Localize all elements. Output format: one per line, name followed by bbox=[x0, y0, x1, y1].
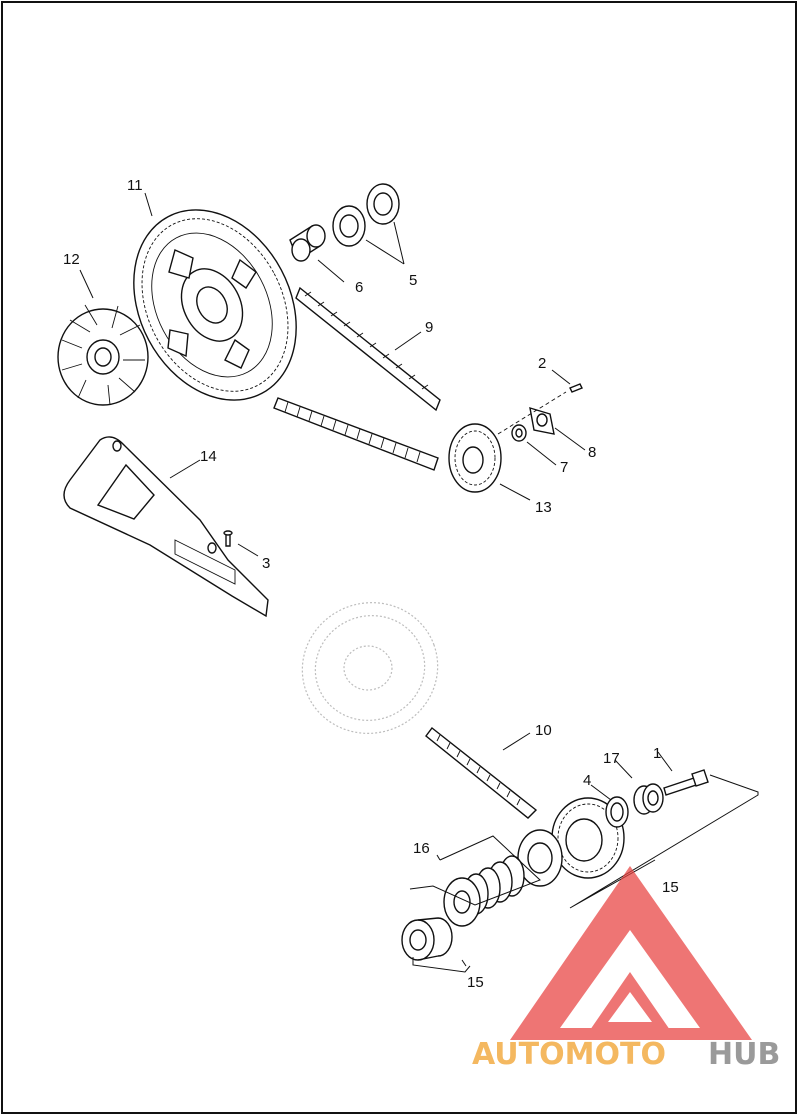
thrust-washer bbox=[605, 796, 629, 828]
callout-15-lower: 15 bbox=[467, 974, 484, 991]
drive-belt-upper bbox=[295, 286, 441, 412]
leader-lines bbox=[79, 192, 759, 973]
isolator-fan bbox=[57, 304, 149, 406]
chain-sprocket-ghost bbox=[301, 602, 439, 734]
automotohub-wordmark: AUTOMOTO HUB bbox=[472, 1037, 780, 1072]
callout-15-upper: 15 bbox=[662, 879, 679, 896]
compensating-sprocket bbox=[551, 797, 625, 879]
callout-14: 14 bbox=[200, 448, 217, 465]
callout-13: 13 bbox=[535, 499, 552, 516]
drive-chain bbox=[425, 727, 538, 819]
wheel-bearings bbox=[332, 183, 400, 247]
callout-5: 5 bbox=[409, 272, 417, 289]
callout-4: 4 bbox=[583, 772, 591, 789]
compensator-shell bbox=[517, 829, 563, 887]
belt-guard-screw bbox=[223, 530, 233, 547]
callout-3: 3 bbox=[262, 555, 270, 572]
pulley-nut bbox=[511, 424, 527, 442]
callout-17: 17 bbox=[603, 750, 620, 767]
watermark-text-automoto: AUTOMOTO bbox=[472, 1037, 666, 1072]
sprocket-bushing bbox=[633, 783, 664, 815]
callout-10: 10 bbox=[535, 722, 552, 739]
callout-7: 7 bbox=[560, 459, 568, 476]
callout-9: 9 bbox=[425, 319, 433, 336]
callout-8: 8 bbox=[588, 444, 596, 461]
automotohub-logo bbox=[510, 866, 752, 1040]
sprocket-bolt bbox=[663, 769, 709, 796]
callout-12: 12 bbox=[63, 251, 80, 268]
rear-belt-sprocket bbox=[133, 209, 297, 401]
transmission-pulley bbox=[448, 423, 502, 493]
sliding-cam bbox=[401, 917, 453, 961]
lock-plate-screw bbox=[497, 383, 583, 435]
callout-11: 11 bbox=[127, 177, 143, 194]
callout-1: 1 bbox=[653, 745, 661, 762]
spring-stack bbox=[443, 855, 525, 927]
belt-guard bbox=[63, 436, 269, 618]
spacer-sleeve bbox=[289, 224, 326, 262]
watermark-text-hub: HUB bbox=[708, 1037, 780, 1072]
drive-belt-lower bbox=[273, 397, 439, 471]
logo-triangle-icon bbox=[510, 866, 752, 1040]
lock-plate bbox=[529, 407, 555, 435]
callout-16: 16 bbox=[413, 840, 430, 857]
callout-2: 2 bbox=[538, 355, 546, 372]
callout-labels: 11 12 5 6 9 2 8 7 13 14 3 10 17 1 4 16 1… bbox=[63, 177, 679, 991]
callout-6: 6 bbox=[355, 279, 363, 296]
